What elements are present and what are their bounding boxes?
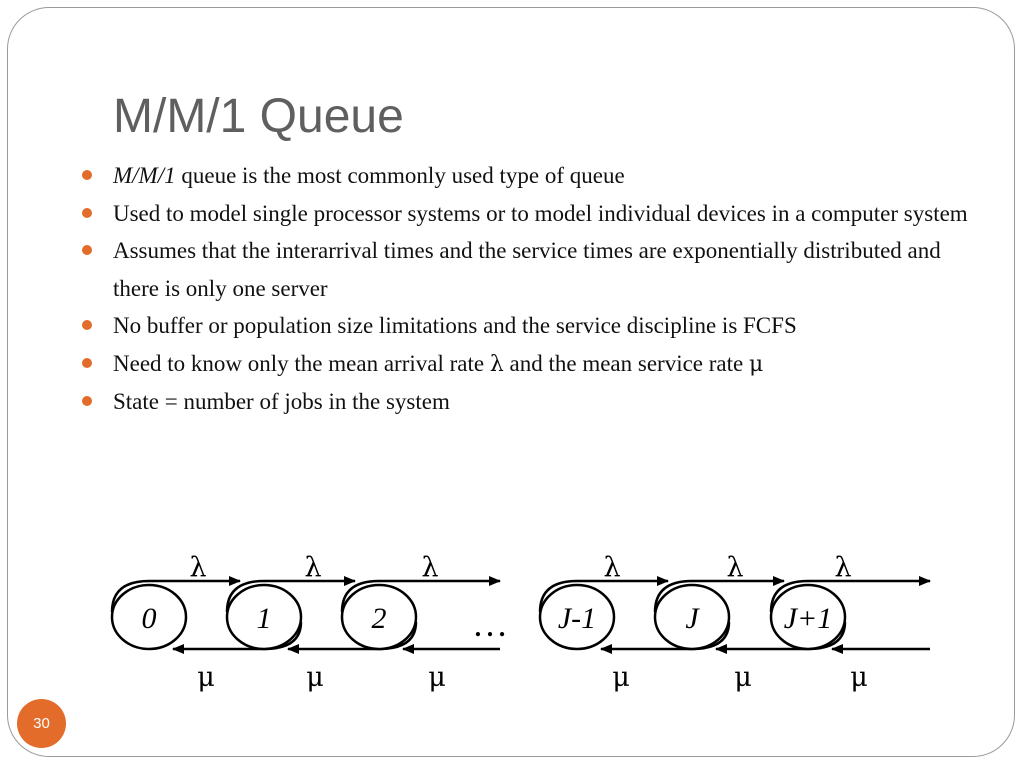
ellipsis-label: … xyxy=(472,604,508,644)
arrival-rate-label: λ xyxy=(834,552,851,583)
bullet-dot-icon xyxy=(82,396,92,406)
state-label: J xyxy=(685,602,700,635)
state-label: 2 xyxy=(372,602,387,635)
arrival-rate-label: λ xyxy=(189,552,206,583)
bullet-text: Assumes that the interarrival times and … xyxy=(113,238,941,301)
service-rate-label: μ xyxy=(197,662,215,693)
arrival-rate-label: λ xyxy=(304,552,321,583)
service-rate-label: μ xyxy=(612,662,630,693)
state-label: 1 xyxy=(257,602,272,635)
bullet-item-5: Need to know only the mean arrival rate … xyxy=(82,345,982,384)
service-rate-label: μ xyxy=(734,662,752,693)
bullet-item-3: Assumes that the interarrival times and … xyxy=(82,232,982,307)
bullet-item-4: No buffer or population size limitations… xyxy=(82,307,982,345)
bullet-dot-icon xyxy=(82,170,92,180)
arrival-transition-arrow xyxy=(653,576,785,613)
arrival-rate-label: λ xyxy=(603,552,620,583)
bullet-dot-icon xyxy=(82,245,92,255)
bullet-dot-icon xyxy=(82,207,92,218)
slide-title: M/M/1 Queue xyxy=(113,90,404,143)
bullet-text: No buffer or population size limitations… xyxy=(113,313,797,338)
bullet-item-6: State = number of jobs in the system xyxy=(82,383,982,421)
bullet-dot-icon xyxy=(82,320,92,330)
state-label: J-1 xyxy=(558,602,596,635)
state-node-0: 0 xyxy=(110,583,188,651)
page-number-badge: 30 xyxy=(17,699,66,748)
bullet-dot-icon xyxy=(82,357,92,368)
arrival-transition-arrow xyxy=(538,576,669,613)
bullet-text: queue is the most commonly used type of … xyxy=(175,163,625,188)
arrival-transition-arrow xyxy=(110,576,241,613)
arrival-rate-label: λ xyxy=(726,552,743,583)
state-label: 0 xyxy=(142,602,157,635)
service-rate-label: μ xyxy=(306,662,324,693)
bullet-text: M/M/1 xyxy=(113,163,176,188)
arrival-transition-arrow xyxy=(225,576,356,613)
state-node-2: 2 xyxy=(340,583,418,651)
arrival-transition-arrow xyxy=(769,576,931,613)
bullet-item-2: Used to model single processor systems o… xyxy=(82,195,982,233)
state-node-4: J xyxy=(653,583,731,651)
arrival-rate-label: λ xyxy=(421,552,438,583)
arrival-transition-arrow xyxy=(340,576,501,613)
bullet-text: μ xyxy=(748,351,764,377)
bullet-text: Used to model single processor systems o… xyxy=(113,200,968,226)
bullet-text: λ xyxy=(489,351,504,377)
bullet-text: State = number of jobs in the system xyxy=(113,389,450,414)
state-node-5: J+1 xyxy=(769,583,847,651)
state-label: J+1 xyxy=(784,602,833,635)
bullet-list: M/M/1 queue is the most commonly used ty… xyxy=(82,157,982,421)
bullet-text: Need to know only the mean arrival rate xyxy=(113,350,490,376)
bullet-item-1: M/M/1 queue is the most commonly used ty… xyxy=(82,157,982,195)
service-rate-label: μ xyxy=(850,662,868,693)
state-node-3: J-1 xyxy=(538,583,616,651)
state-node-1: 1 xyxy=(225,583,303,651)
bullet-text: and the mean service rate xyxy=(503,350,749,376)
service-rate-label: μ xyxy=(428,662,446,693)
